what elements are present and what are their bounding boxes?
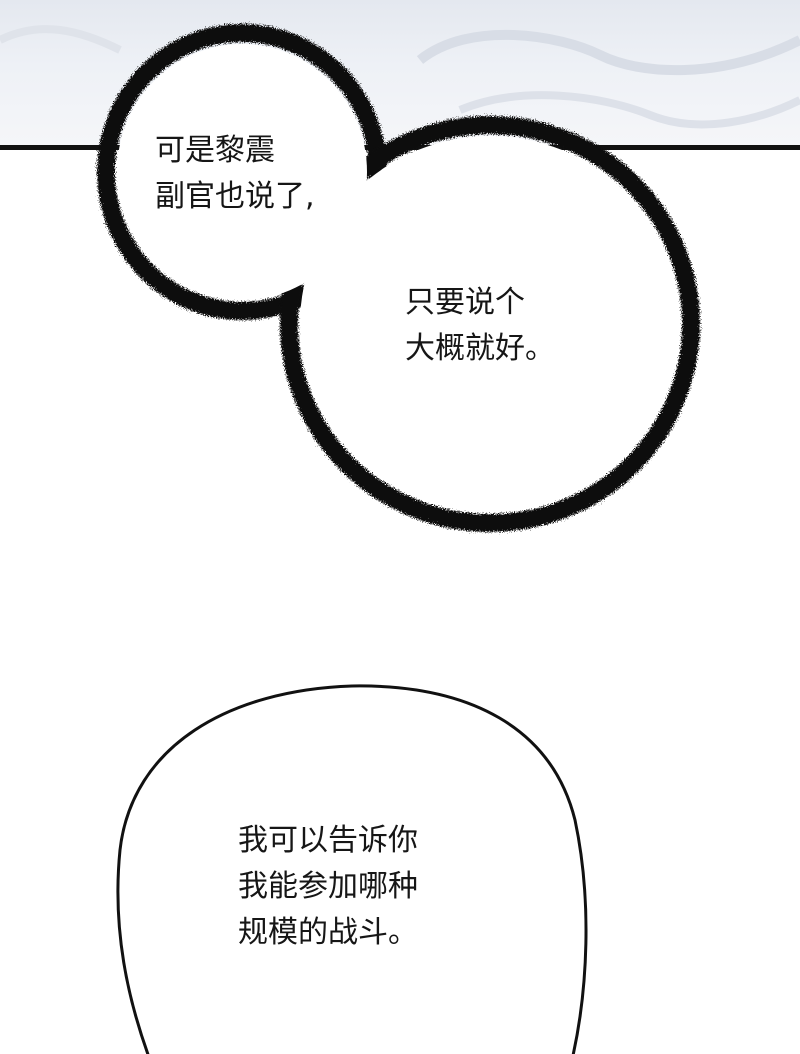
bubble-2-text: 只要说个 大概就好。 <box>405 280 555 372</box>
bubble-2-outline <box>280 116 700 532</box>
bubble-3-line-2: 我能参加哪种 <box>238 869 418 904</box>
bubble-3-text: 我可以告诉你 我能参加哪种 规模的战斗。 <box>238 818 418 956</box>
bubble-1-outline <box>97 24 387 320</box>
bubble-3-outline <box>116 684 588 1054</box>
bubble-2-fill <box>300 136 680 512</box>
bubble-1-line-1: 可是黎震 <box>155 133 275 168</box>
bubble-1-line-2: 副官也说了, <box>155 179 315 214</box>
bubble-2-line-2: 大概就好。 <box>405 331 555 366</box>
cloud-texture <box>0 25 800 129</box>
bubble-2-line-1: 只要说个 <box>405 285 525 320</box>
bubble-3-line-1: 我可以告诉你 <box>238 823 418 858</box>
bubble-3-line-3: 规模的战斗。 <box>238 915 418 950</box>
bubble-1-text: 可是黎震 副官也说了, <box>155 128 315 220</box>
bubble-1-fill <box>117 44 367 300</box>
